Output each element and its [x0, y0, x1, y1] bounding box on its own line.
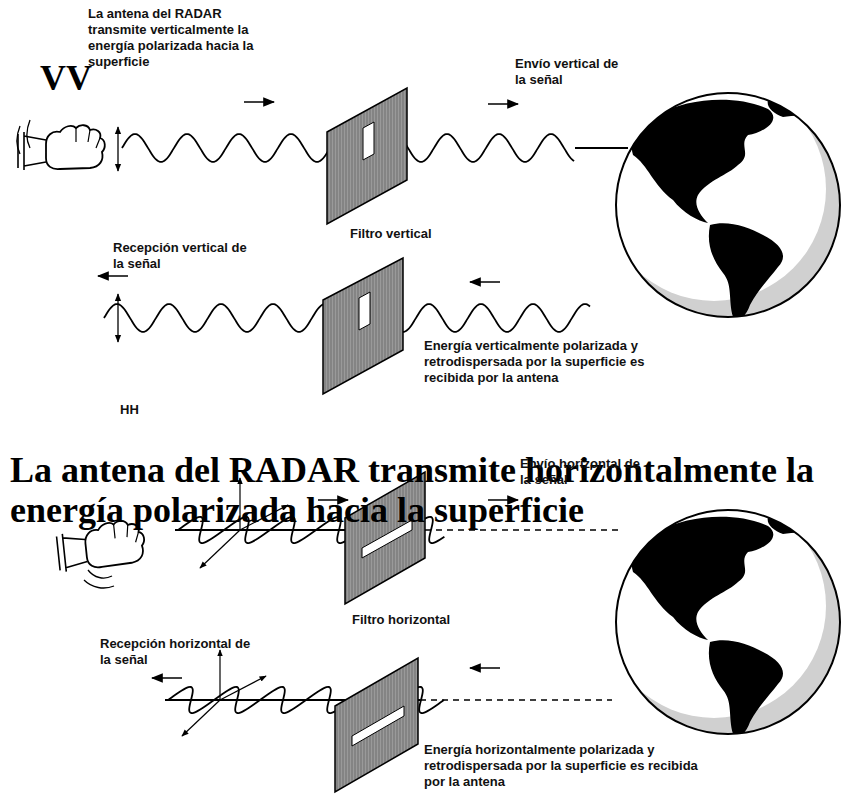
polarization-title: VV: [40, 58, 92, 98]
polarization-title: La antena del RADAR transmite horizontal…: [10, 450, 848, 530]
note: Envío horizontal de la señal: [520, 456, 646, 488]
note: Energía horizontalmente polarizada y ret…: [424, 742, 700, 790]
filter-label: Filtro horizontal: [352, 612, 450, 628]
note: La antena del RADAR transmite verticalme…: [88, 6, 270, 70]
note: Envío vertical de la señal: [515, 56, 631, 88]
note: HH: [120, 402, 320, 418]
note: Recepción vertical de la señal: [113, 240, 255, 272]
note: Energía verticalmente polarizada y retro…: [424, 338, 686, 386]
filter-label: Filtro vertical: [350, 226, 432, 242]
wave-line: [575, 147, 628, 149]
note: Recepción horizontal de la señal: [100, 636, 256, 668]
